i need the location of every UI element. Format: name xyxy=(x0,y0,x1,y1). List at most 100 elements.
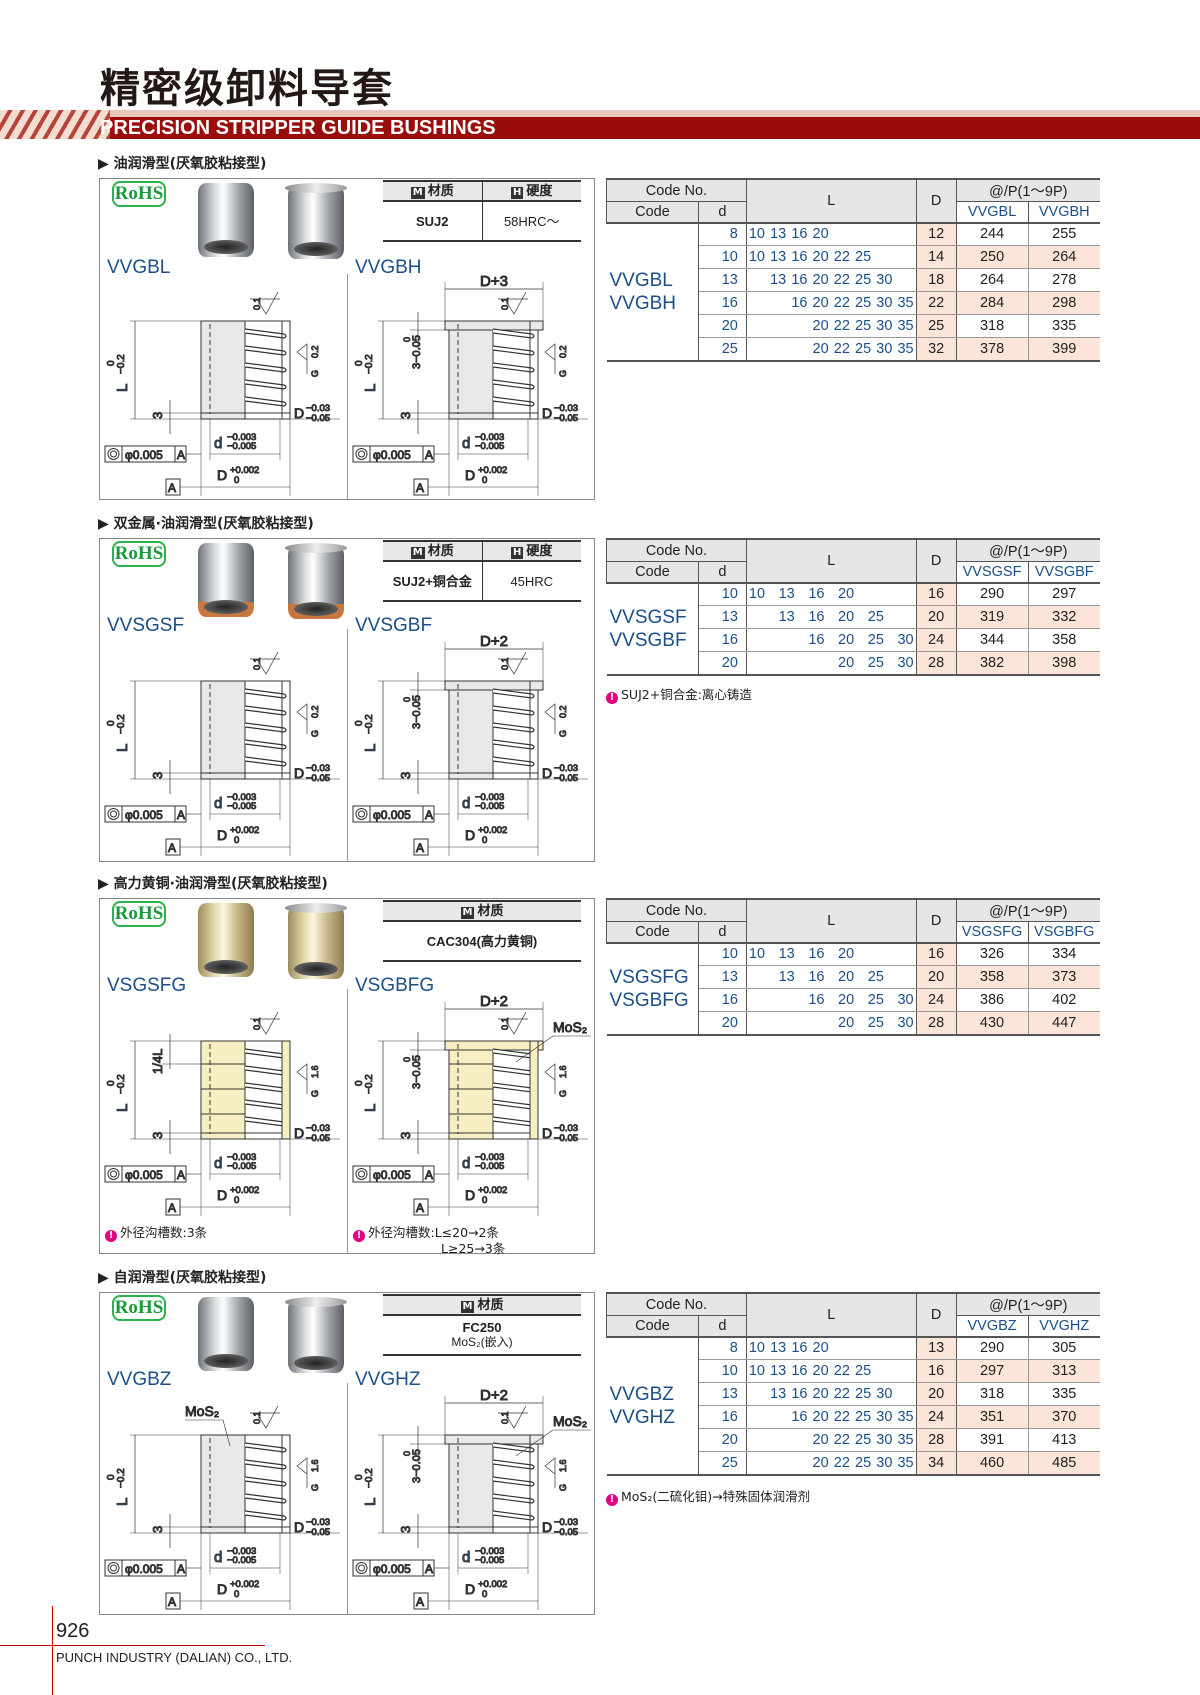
d-label: d xyxy=(462,1155,470,1172)
header-model-1: VVGBL xyxy=(955,201,1029,224)
bushing-section xyxy=(200,320,291,420)
price-cell-2: 264 xyxy=(1028,245,1100,269)
table-row: VVGBZVVGHZ8101316200000000013290305 xyxy=(606,1336,1100,1475)
chamfer-3-label: 3 xyxy=(398,1526,413,1533)
code-model-2: VVSGBF xyxy=(609,629,687,651)
table-row: 1300131620250020319332 xyxy=(607,605,1100,629)
d-cell: 8 xyxy=(698,222,747,246)
d-tolerance-lower: −0.005 xyxy=(227,441,256,452)
code-model-1: VVSGSF xyxy=(609,606,687,628)
flange-dim-label: 3−0.05 xyxy=(411,1055,423,1089)
price-cell-1: 326 xyxy=(956,942,1029,966)
header-model-1: VVSGSF xyxy=(955,561,1029,584)
footer-divider xyxy=(0,1645,265,1646)
d-tolerance-upper: −0.003 xyxy=(475,432,504,443)
L-value: 30 xyxy=(876,295,893,311)
header-L: L xyxy=(745,1293,917,1338)
concentricity-frame xyxy=(104,1165,201,1183)
L-tolerance-upper: 0 xyxy=(354,1474,365,1480)
title-band xyxy=(0,117,1200,139)
L-value: 16 xyxy=(791,1363,808,1379)
code-model-2: VVGHZ xyxy=(609,1406,675,1428)
d-label: d xyxy=(214,435,222,452)
L-value: 10 xyxy=(748,1363,765,1379)
L-value: 20 xyxy=(812,340,829,357)
chamfer-3-label: 3 xyxy=(398,1132,413,1139)
header-model-2: VVGBH xyxy=(1027,201,1100,224)
L-tolerance-lower: −0.2 xyxy=(364,1468,375,1488)
chamfer-3-label: 3 xyxy=(398,412,413,419)
D-tolerance-lower: 0 xyxy=(234,835,239,846)
top-roughness-value: 0.1 xyxy=(500,1411,510,1424)
D-tolerance-upper: −0.03 xyxy=(554,1517,578,1528)
header-model-2: VVSGBF xyxy=(1027,561,1100,584)
surface-roughness-icon xyxy=(544,343,556,374)
d-cell: 20 xyxy=(698,1428,747,1452)
header-L: L xyxy=(745,899,917,944)
D-cell: 18 xyxy=(916,268,957,292)
product-photo-flanged xyxy=(285,1297,347,1373)
L-cell: 0000002022253035 xyxy=(746,1428,917,1452)
flange-tolerance: 0 xyxy=(402,697,412,702)
material-header-label: 硬度 xyxy=(526,184,553,199)
header-D: D xyxy=(915,539,957,584)
model-label-left: VVGBL xyxy=(107,257,171,278)
D-bottom-label: D xyxy=(217,1187,227,1203)
D-label: D xyxy=(294,1125,304,1141)
L-value: 25 xyxy=(855,1363,872,1379)
header-D: D xyxy=(915,179,957,224)
side-roughness-value: 1.6 xyxy=(310,1459,320,1472)
D-cell: 32 xyxy=(916,337,957,361)
L-value: 20 xyxy=(812,272,829,288)
header-code-no: Code No. xyxy=(606,539,747,562)
top-roughness-value: 0.1 xyxy=(252,657,262,670)
mos2-label: MoS₂ xyxy=(553,1019,587,1035)
grind-mark: G xyxy=(310,1484,320,1491)
d-cell: 25 xyxy=(698,1451,747,1475)
drawing-note-text: 外径沟槽数:L≤20→2条 xyxy=(368,1225,499,1240)
bushing-section xyxy=(200,1434,291,1534)
L-value: 10 xyxy=(748,226,765,243)
d-cell: 20 xyxy=(698,1011,747,1035)
D-tolerance-upper: +0.002 xyxy=(478,465,507,476)
D-cell: 24 xyxy=(916,628,957,652)
L-value: 30 xyxy=(876,272,893,288)
D-cell: 22 xyxy=(916,291,957,315)
price-cell-2: 305 xyxy=(1028,1336,1100,1360)
L-value: 20 xyxy=(812,1454,829,1471)
grind-mark: G xyxy=(558,1484,568,1491)
panel-divider xyxy=(347,629,348,861)
surface-roughness-icon xyxy=(296,1063,308,1094)
L-value: 30 xyxy=(897,1014,914,1031)
concentricity-value: φ0.005 xyxy=(125,1562,163,1576)
panel-divider xyxy=(347,1383,348,1614)
concentricity-frame xyxy=(352,1559,449,1577)
mos2-label: MoS₂ xyxy=(185,1403,219,1419)
D-bottom-label: D xyxy=(465,1581,475,1597)
flange-tolerance: 0 xyxy=(402,337,412,342)
L-cell: 0000162022253035 xyxy=(746,1405,917,1429)
datum-A-box: A xyxy=(168,1595,176,1609)
price-cell-2: 447 xyxy=(1028,1011,1100,1035)
header-d: d xyxy=(697,1315,747,1338)
caution-icon: ! xyxy=(353,1230,365,1242)
table-row: 20000000202225303528391413 xyxy=(607,1428,1100,1452)
L-value: 25 xyxy=(867,654,884,671)
price-cell-2: 335 xyxy=(1028,314,1100,338)
table-note-text: MoS₂(二硫化钼)→特殊固体润滑剂 xyxy=(621,1489,811,1504)
L-value: 16 xyxy=(808,586,825,603)
D-bottom-label: D xyxy=(217,827,227,843)
D-bottom-label: D xyxy=(217,467,227,483)
d-tolerance-lower: −0.005 xyxy=(475,1161,504,1172)
price-cell-1: 358 xyxy=(956,965,1029,989)
datum-A-box: A xyxy=(416,1595,424,1609)
L-value: 20 xyxy=(812,318,829,334)
surface-roughness-icon xyxy=(250,651,280,675)
D-tolerance-upper: −0.03 xyxy=(306,1123,330,1134)
